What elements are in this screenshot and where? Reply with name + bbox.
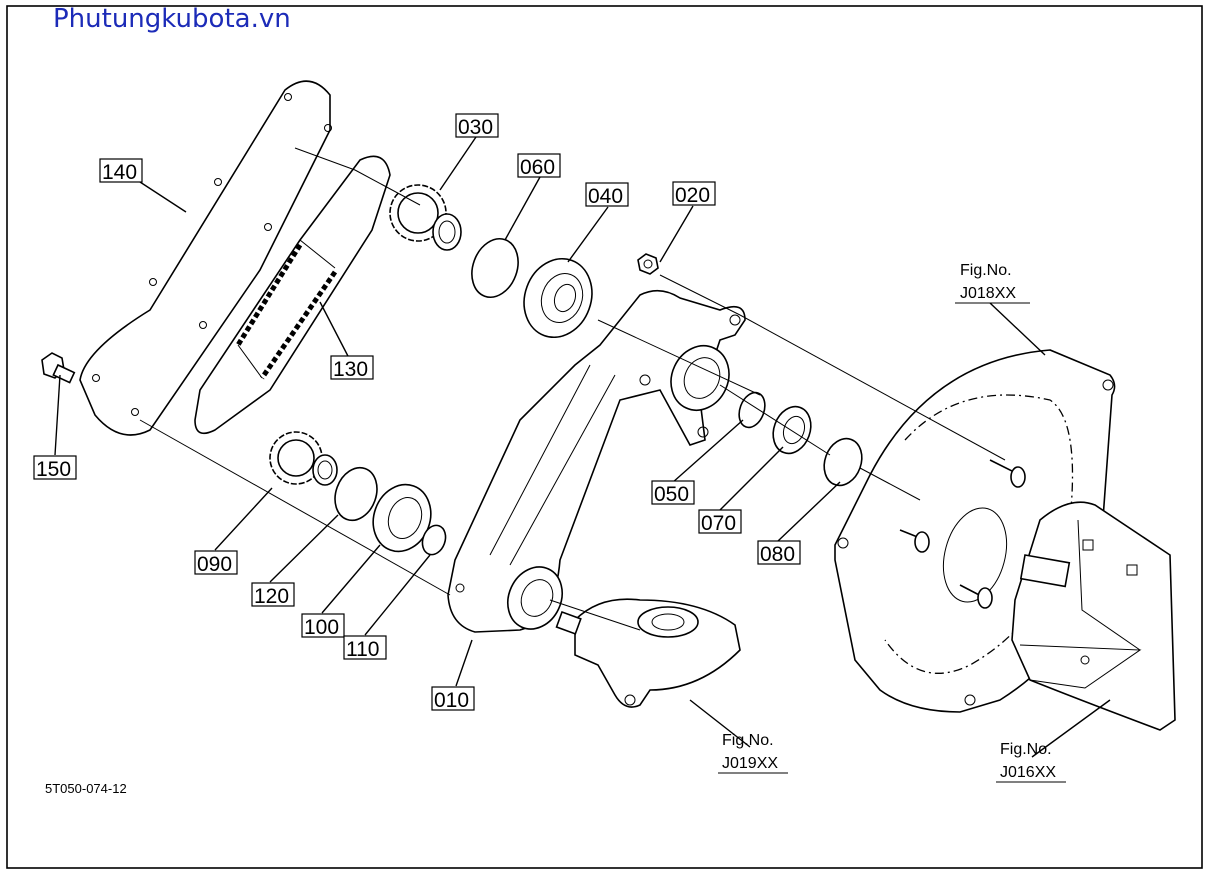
mounting-bracket [1011, 501, 1176, 731]
figref-j019: Fig.No. J019XX [718, 732, 788, 774]
figref-j016: Fig.No. J016XX [996, 741, 1066, 783]
callout-030: 030 [455, 113, 499, 139]
upper-sprocket [389, 184, 462, 251]
site-title: Phutungkubota.vn [53, 4, 291, 34]
callout-150: 150 [33, 455, 77, 481]
drive-chain [235, 243, 338, 380]
callout-050: 050 [651, 480, 695, 506]
callout-130-text: 130 [333, 358, 368, 381]
callout-120: 120 [251, 582, 295, 608]
circlip-050 [738, 391, 766, 429]
callout-080-text: 080 [760, 543, 795, 566]
seal-070 [772, 405, 812, 455]
figref-j019-label: Fig.No. [722, 732, 774, 749]
callout-090-text: 090 [197, 553, 232, 576]
callout-010-text: 010 [434, 689, 469, 712]
callout-140: 140 [99, 158, 143, 184]
callout-050-text: 050 [654, 483, 689, 506]
callout-110-text: 110 [346, 638, 379, 661]
callout-020: 020 [672, 181, 716, 207]
callout-100: 100 [301, 613, 345, 639]
nut [637, 253, 659, 275]
drawing-frame [6, 5, 1203, 869]
callout-030-text: 030 [458, 116, 493, 139]
figref-j019-code: J019XX [722, 755, 778, 772]
callout-060: 060 [517, 153, 561, 179]
callout-120-text: 120 [254, 585, 289, 608]
gasket [194, 155, 391, 435]
lower-circlip-120 [334, 466, 378, 522]
upper-bearing [523, 257, 593, 339]
lower-bearing [372, 483, 432, 553]
callout-070: 070 [698, 509, 742, 535]
figref-j016-code: J016XX [1000, 764, 1056, 781]
callout-100-text: 100 [304, 616, 339, 639]
upper-circlip [471, 238, 519, 298]
callout-150-text: 150 [36, 458, 71, 481]
figref-j018: Fig.No. J018XX [955, 262, 1030, 304]
callout-010: 010 [431, 686, 475, 712]
chain-case-cover [79, 80, 332, 436]
callout-020-text: 020 [675, 184, 710, 207]
callout-130: 130 [330, 355, 374, 381]
circlip-080 [823, 437, 863, 487]
callout-060-text: 060 [520, 156, 555, 179]
lower-sprocket [269, 431, 338, 486]
figref-j018-label: Fig.No. [960, 262, 1012, 279]
callout-040-text: 040 [588, 185, 623, 208]
figref-j016-label: Fig.No. [1000, 741, 1052, 758]
callout-110: 110 [343, 635, 387, 661]
gear-case [555, 598, 741, 708]
snap-ring-110 [421, 524, 447, 556]
chain-case-housing [447, 289, 746, 633]
callout-090: 090 [194, 550, 238, 576]
bolt [41, 352, 76, 384]
callout-070-text: 070 [701, 512, 736, 535]
leader-lines [54, 136, 1111, 758]
callout-080: 080 [757, 540, 801, 566]
callout-140-text: 140 [102, 161, 137, 184]
figref-j018-code: J018XX [960, 285, 1016, 302]
drawing-code: 5T050-074-12 [45, 781, 127, 796]
callout-040: 040 [585, 182, 629, 208]
